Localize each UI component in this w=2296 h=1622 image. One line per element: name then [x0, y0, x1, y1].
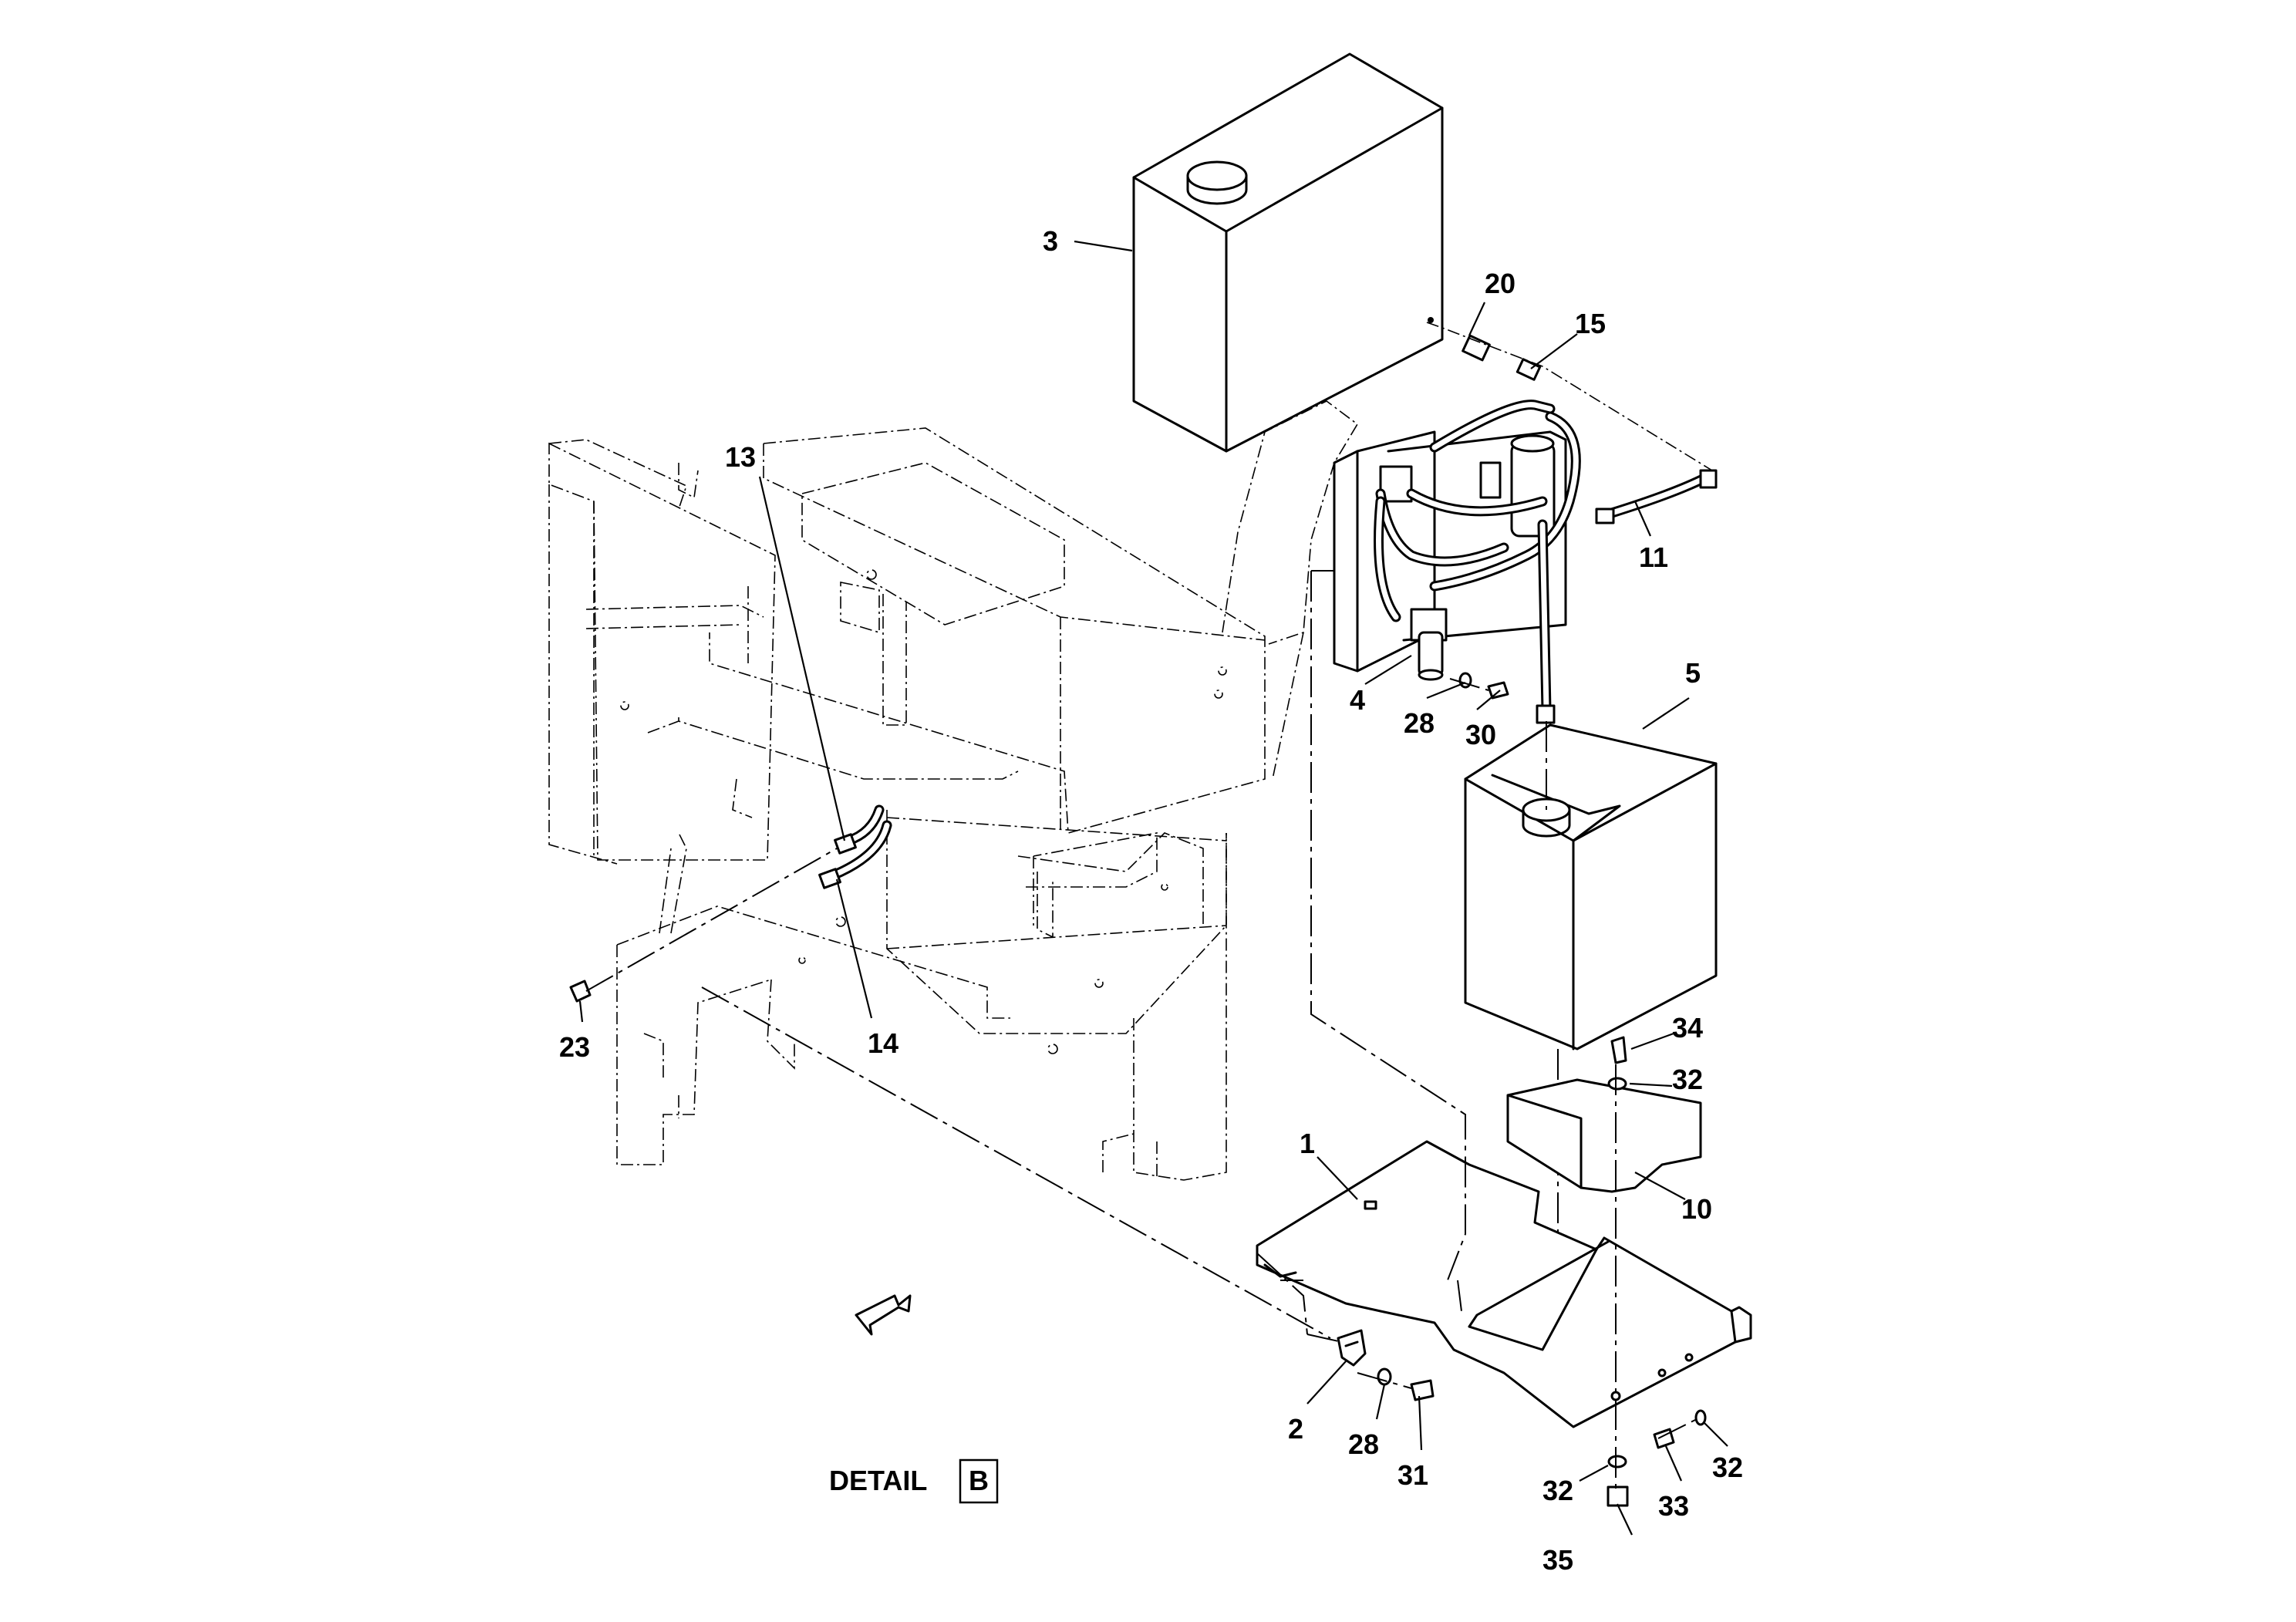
callout-34: 34: [1672, 1012, 1703, 1044]
callout-labels: 3 20 15 11 13 14 23 4 28 30 5 34 32 10 1…: [559, 225, 1743, 1576]
clip-part-2[interactable]: [1337, 1329, 1367, 1367]
detail-text: DETAIL: [829, 1465, 927, 1496]
bolt-part-34[interactable]: [1610, 1036, 1627, 1064]
callout-15: 15: [1575, 308, 1606, 339]
bolt-part-31[interactable]: [1410, 1379, 1435, 1401]
callout-32-side: 32: [1712, 1452, 1743, 1483]
tank-part-5[interactable]: [1464, 723, 1718, 1050]
callout-2: 2: [1288, 1413, 1303, 1445]
chassis-frame-phantom: [548, 400, 1359, 1181]
callout-31: 31: [1397, 1459, 1428, 1491]
fitting-part-14[interactable]: [818, 820, 892, 889]
callout-32-lower: 32: [1542, 1475, 1573, 1506]
direction-arrow-icon: [855, 1294, 912, 1336]
fitting-part-20[interactable]: [1462, 334, 1491, 362]
bolt-part-30[interactable]: [1487, 681, 1509, 700]
callout-4: 4: [1350, 684, 1365, 716]
fitting-part-23[interactable]: [569, 980, 592, 1003]
detail-label: DETAIL B: [829, 1458, 999, 1504]
fitting-part-15[interactable]: [1515, 358, 1542, 381]
callout-20: 20: [1485, 268, 1515, 299]
callout-35: 35: [1542, 1544, 1573, 1576]
washer-part-32-side[interactable]: [1694, 1409, 1707, 1426]
filter-assembly-part-4[interactable]: [1333, 400, 1581, 724]
callout-30: 30: [1465, 719, 1496, 750]
leader-lines: [578, 240, 1728, 1536]
tank-part-3[interactable]: [1132, 52, 1444, 453]
detail-letter-box: [959, 1458, 999, 1504]
hose-part-11[interactable]: [1595, 469, 1718, 524]
callout-3: 3: [1043, 225, 1058, 257]
callout-32-upper: 32: [1672, 1064, 1703, 1095]
callout-23: 23: [559, 1031, 590, 1063]
assembly-lines: [585, 570, 1698, 1489]
washer-part-32-lower[interactable]: [1607, 1455, 1627, 1469]
washer-part-28-lower[interactable]: [1377, 1367, 1392, 1386]
plate-part-1[interactable]: [1256, 1140, 1752, 1428]
callout-28-upper: 28: [1404, 707, 1435, 739]
callout-11: 11: [1639, 541, 1668, 573]
chassis-hose-phantom: [585, 605, 764, 934]
callout-14: 14: [868, 1027, 899, 1059]
callout-10: 10: [1681, 1193, 1712, 1225]
nut-part-35[interactable]: [1607, 1485, 1629, 1507]
bracket-part-10[interactable]: [1506, 1078, 1702, 1193]
callout-13: 13: [725, 441, 756, 473]
callout-28-lower: 28: [1348, 1428, 1379, 1460]
detail-letter: B: [969, 1465, 989, 1496]
callout-5: 5: [1685, 657, 1701, 689]
callout-33: 33: [1658, 1490, 1689, 1522]
washer-part-32-upper[interactable]: [1607, 1077, 1627, 1091]
callout-1: 1: [1300, 1128, 1315, 1159]
